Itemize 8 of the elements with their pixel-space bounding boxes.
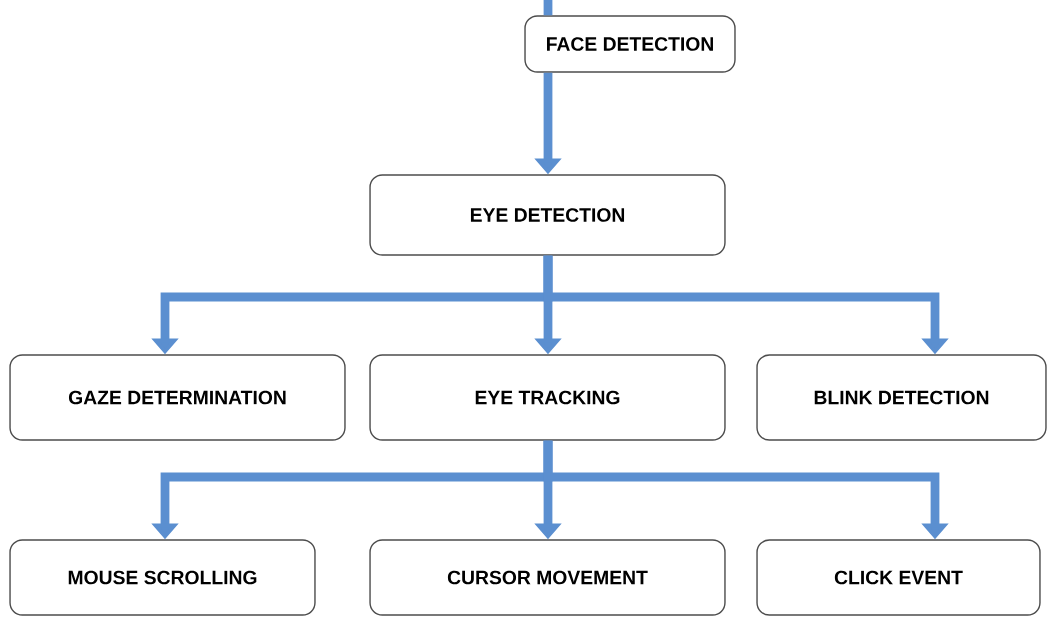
process-box: MOUSE SCROLLING xyxy=(9,539,316,616)
process-box: GAZE DETERMINATION xyxy=(9,354,346,441)
process-box: CURSOR MOVEMENT xyxy=(369,539,726,616)
process-box: BLINK DETECTION xyxy=(756,354,1047,441)
process-box: EYE DETECTION xyxy=(369,174,726,256)
process-box: EYE TRACKING xyxy=(369,354,726,441)
process-box: FACE DETECTION xyxy=(524,15,736,73)
process-box: CLICK EVENT xyxy=(756,539,1041,616)
